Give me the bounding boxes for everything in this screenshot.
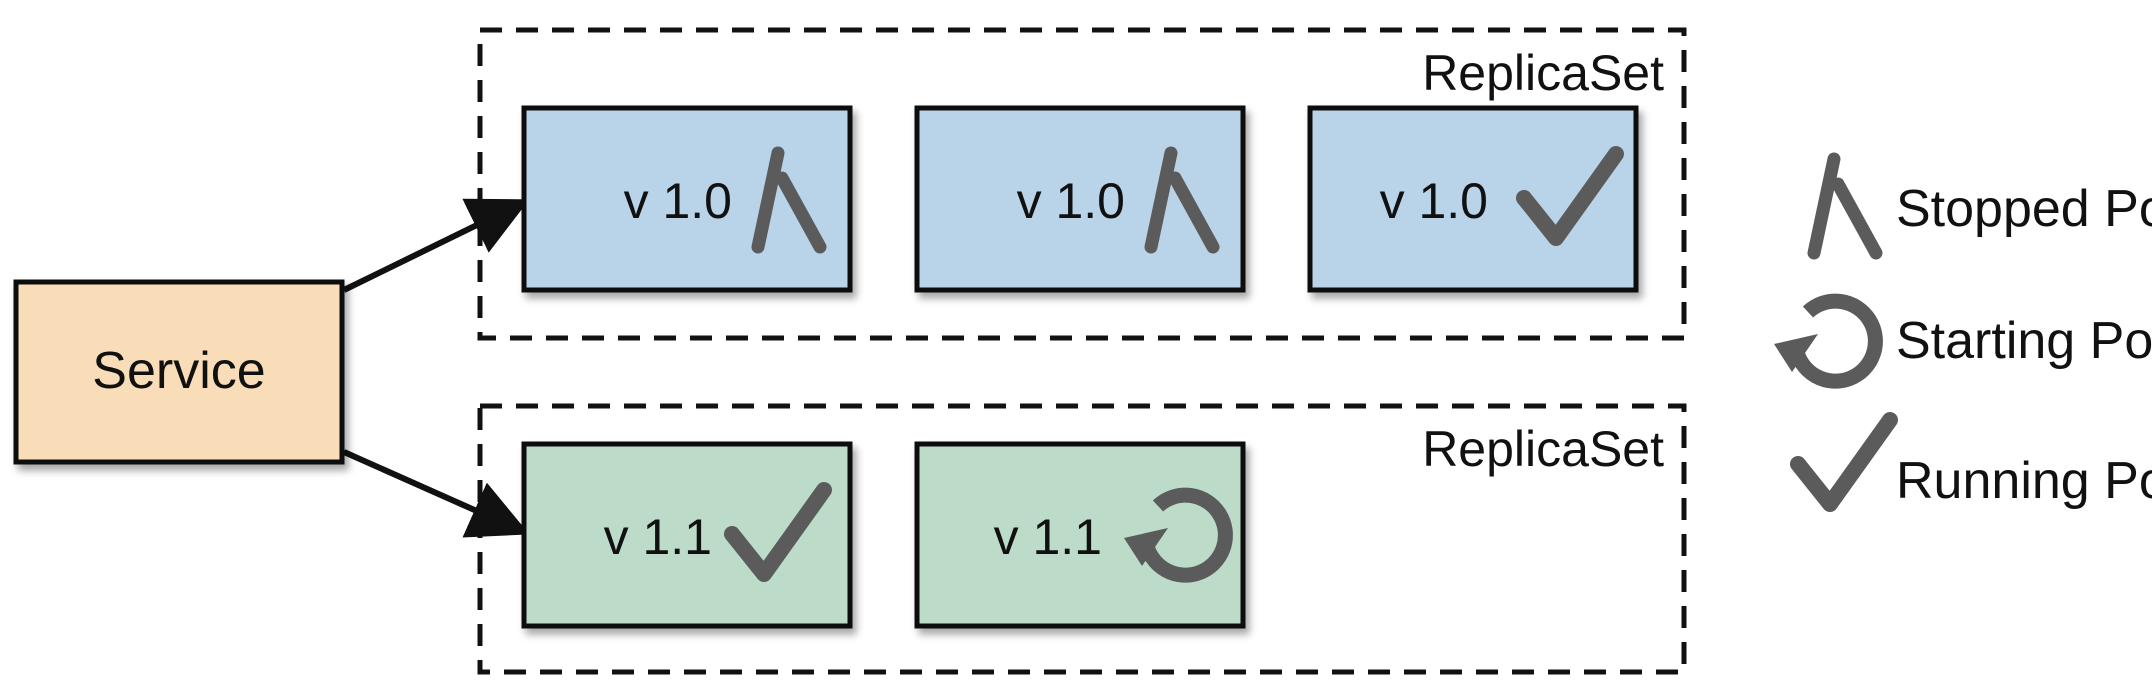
pod-version: v 1.0 — [624, 173, 732, 229]
replicaset-1: ReplicaSet v 1.0 v 1.0 v 1.0 — [477, 27, 1687, 341]
legend-item: Starting Pod — [1774, 301, 2152, 381]
check-icon — [1798, 420, 1890, 504]
pod-version: v 1.0 — [1017, 173, 1125, 229]
pod-version: v 1.1 — [604, 509, 712, 565]
pod-version: v 1.1 — [994, 509, 1102, 565]
arrow-to-replicaset-1 — [342, 198, 530, 293]
legend-label: Stopped Pod — [1896, 180, 2152, 238]
pod-version: v 1.0 — [1380, 173, 1488, 229]
legend-item: Running Pod — [1798, 420, 2152, 510]
x-icon — [1814, 159, 1876, 253]
service-label: Service — [92, 342, 265, 400]
replicaset-2: ReplicaSet v 1.1 v 1.1 — [477, 403, 1687, 675]
replicaset-2-label: ReplicaSet — [1422, 421, 1664, 477]
replicaset-1-label: ReplicaSet — [1422, 45, 1664, 101]
legend-item: Stopped Pod — [1814, 159, 2152, 253]
service-node: Service — [13, 279, 345, 465]
legend: Stopped Pod Starting Pod Running Pod — [1774, 159, 2152, 510]
pod: v 1.1 — [914, 441, 1246, 629]
pod: v 1.1 — [521, 441, 853, 629]
pod: v 1.0 — [521, 105, 853, 293]
arrow-to-replicaset-2 — [342, 449, 530, 538]
legend-label: Starting Pod — [1896, 312, 2152, 370]
refresh-icon — [1774, 301, 1875, 381]
pod: v 1.0 — [914, 105, 1246, 293]
legend-label: Running Pod — [1896, 452, 2152, 510]
pod: v 1.0 — [1307, 105, 1639, 293]
